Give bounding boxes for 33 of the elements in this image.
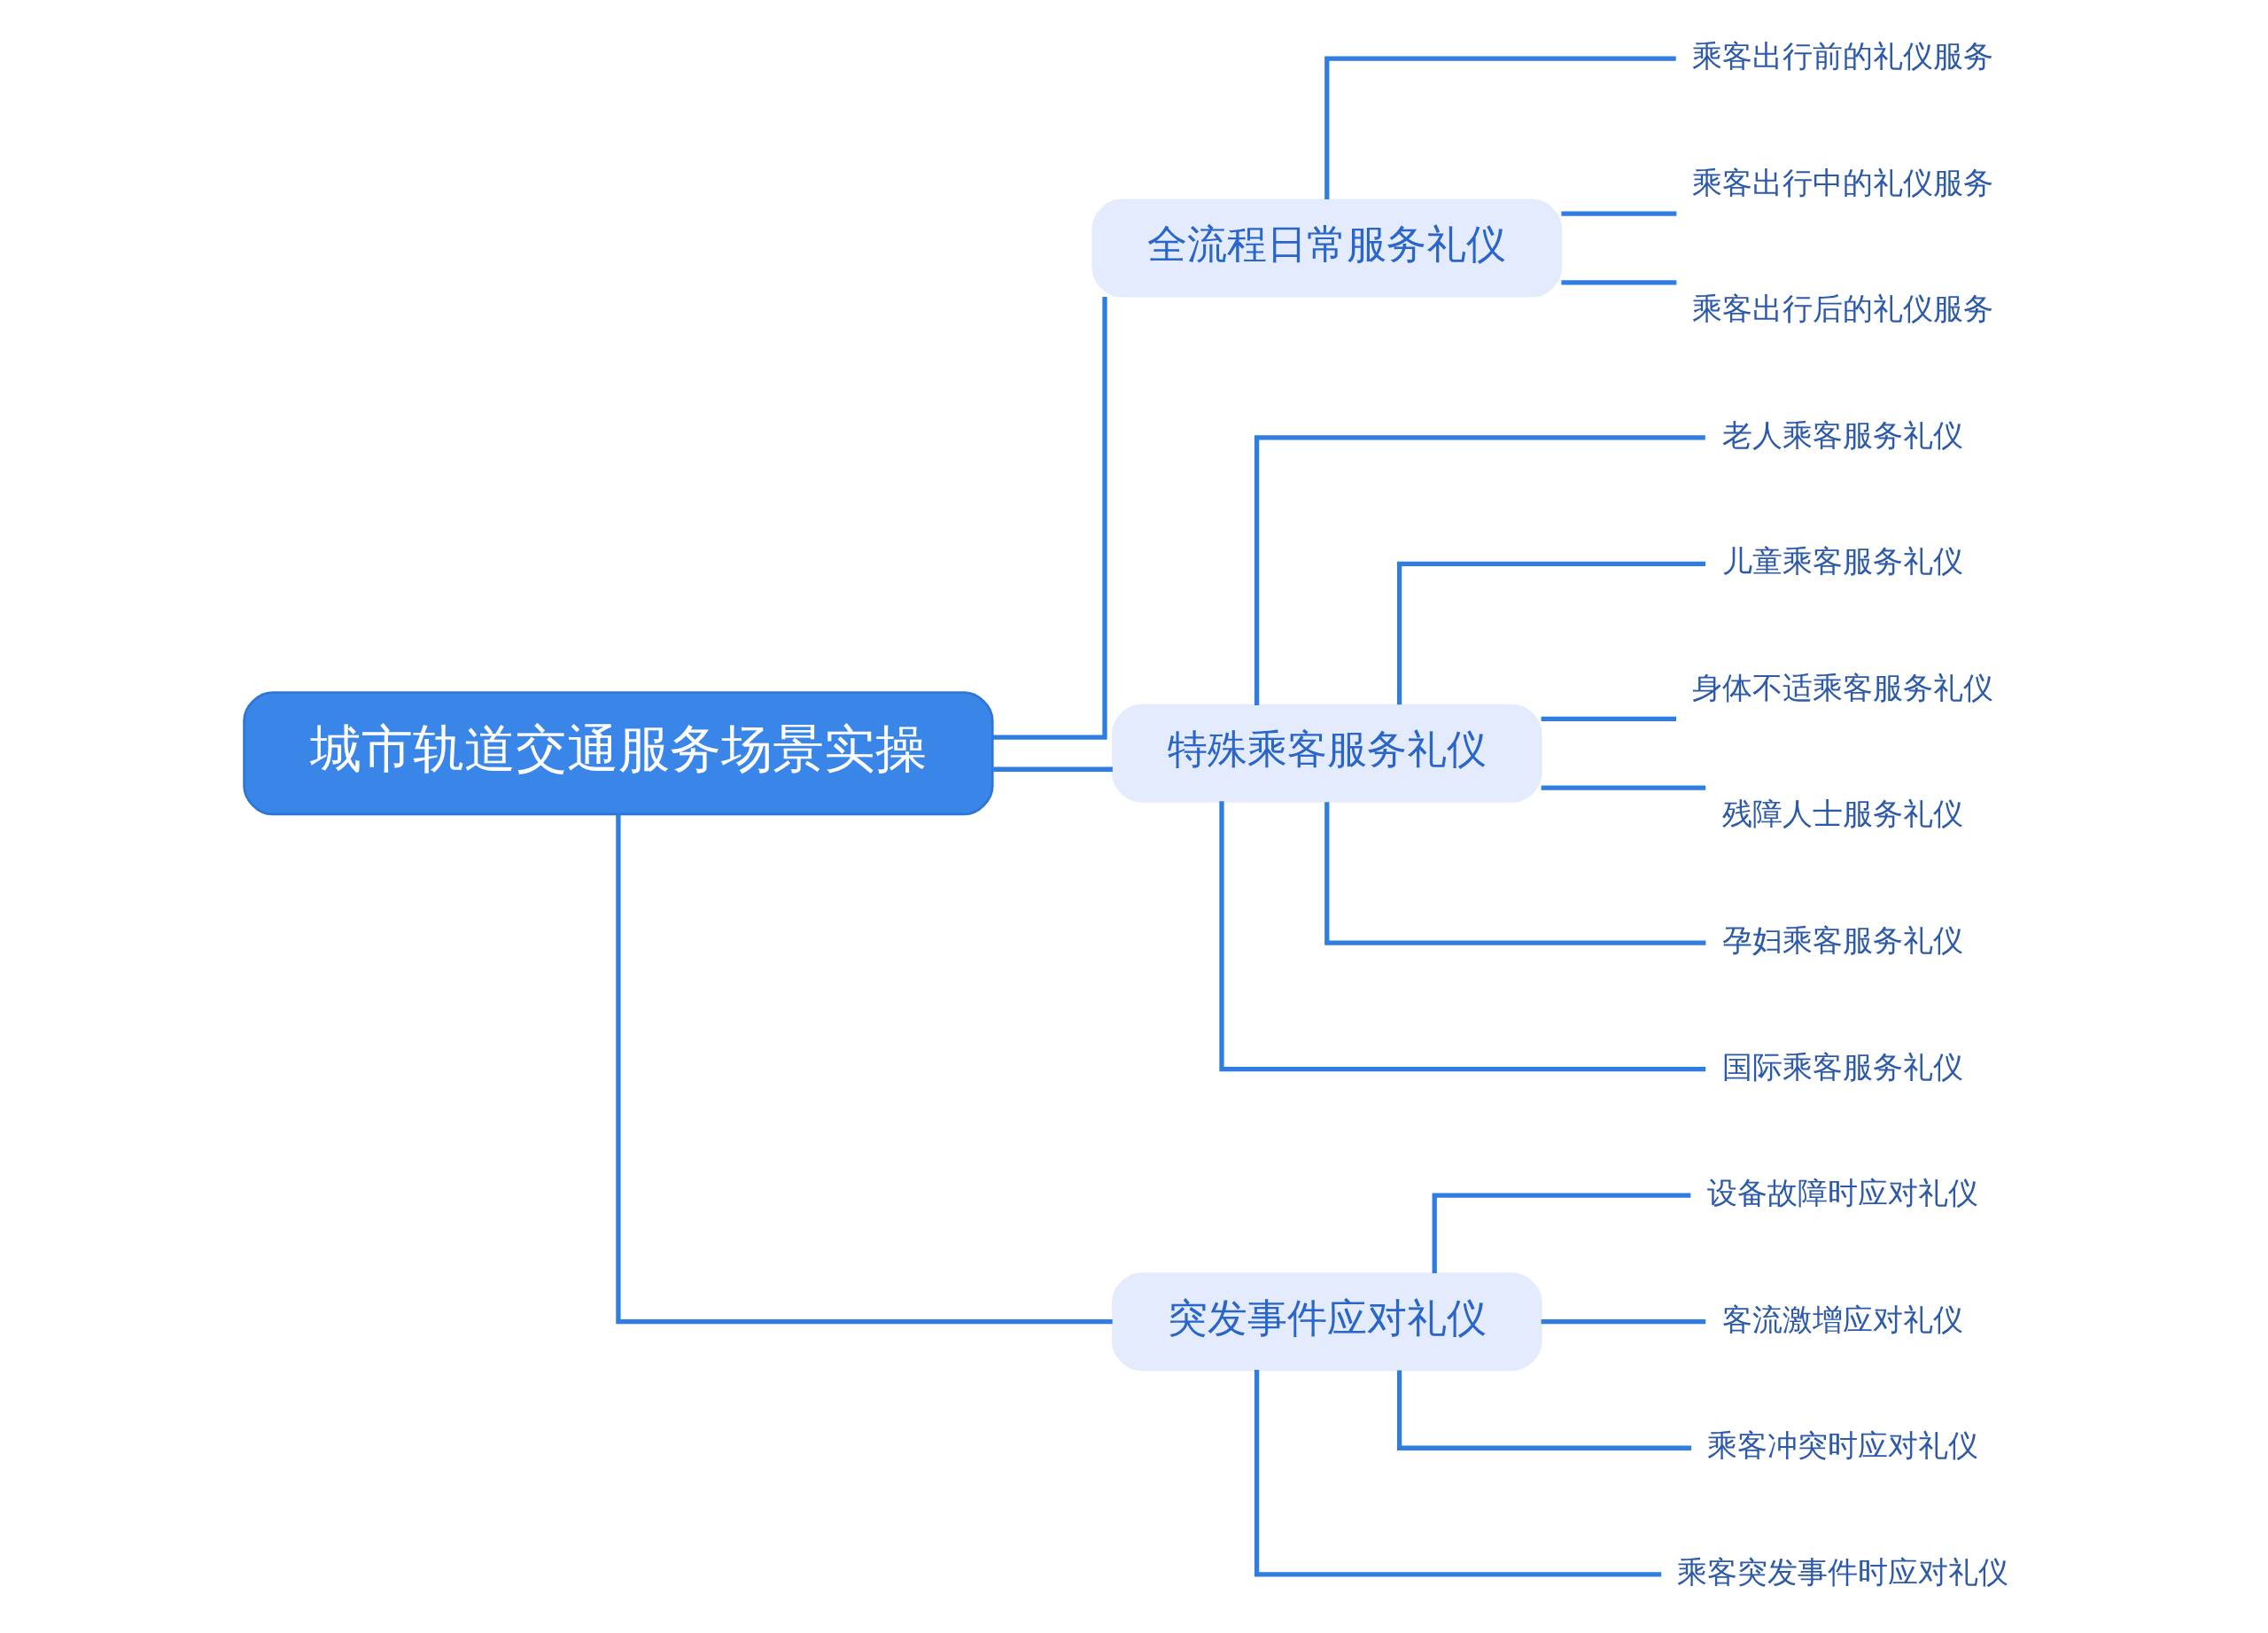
- node-text: 身体不适乘客服务礼仪: [1691, 669, 1993, 705]
- connector: [1324, 56, 1676, 199]
- node-box: 城市轨道交通服务场景实操: [243, 691, 994, 816]
- connector: [1219, 801, 1706, 1072]
- node-text: 设备故障时应对礼仪: [1706, 1175, 1978, 1211]
- connector: [1254, 1370, 1662, 1577]
- connector: [1432, 1193, 1691, 1273]
- node-text: 残障人士服务礼仪: [1721, 796, 1963, 832]
- node-text: 国际乘客服务礼仪: [1721, 1048, 1963, 1085]
- node-text: 乘客冲突时应对礼仪: [1706, 1427, 1978, 1464]
- node-text: 老人乘客服务礼仪: [1721, 416, 1963, 453]
- connector: [1541, 785, 1706, 790]
- connector: [616, 813, 1113, 1325]
- node-box: 特殊乘客服务礼仪: [1111, 704, 1542, 803]
- connector: [1396, 1370, 1692, 1450]
- connector: [1324, 802, 1706, 945]
- node-text: 乘客出行中的礼仪服务: [1691, 164, 1993, 200]
- node-box: 突发事件应对礼仪: [1111, 1272, 1542, 1372]
- node-box: 全流程日常服务礼仪: [1091, 198, 1563, 298]
- connector: [1561, 211, 1677, 216]
- connector: [1254, 435, 1705, 706]
- connector: [992, 297, 1107, 740]
- connector: [1541, 1319, 1706, 1325]
- node-text: 乘客突发事件时应对礼仪: [1676, 1553, 2008, 1590]
- connector: [1561, 280, 1677, 285]
- node-text: 孕妇乘客服务礼仪: [1721, 922, 1963, 959]
- connector: [1396, 561, 1705, 705]
- connector: [1541, 716, 1677, 721]
- node-text: 客流激增应对礼仪: [1721, 1301, 1963, 1337]
- node-text: 乘客出行后的礼仪服务: [1691, 291, 1993, 327]
- node-text: 乘客出行前的礼仪服务: [1691, 38, 1993, 74]
- connector: [993, 766, 1113, 772]
- node-text: 儿童乘客服务礼仪: [1721, 543, 1963, 579]
